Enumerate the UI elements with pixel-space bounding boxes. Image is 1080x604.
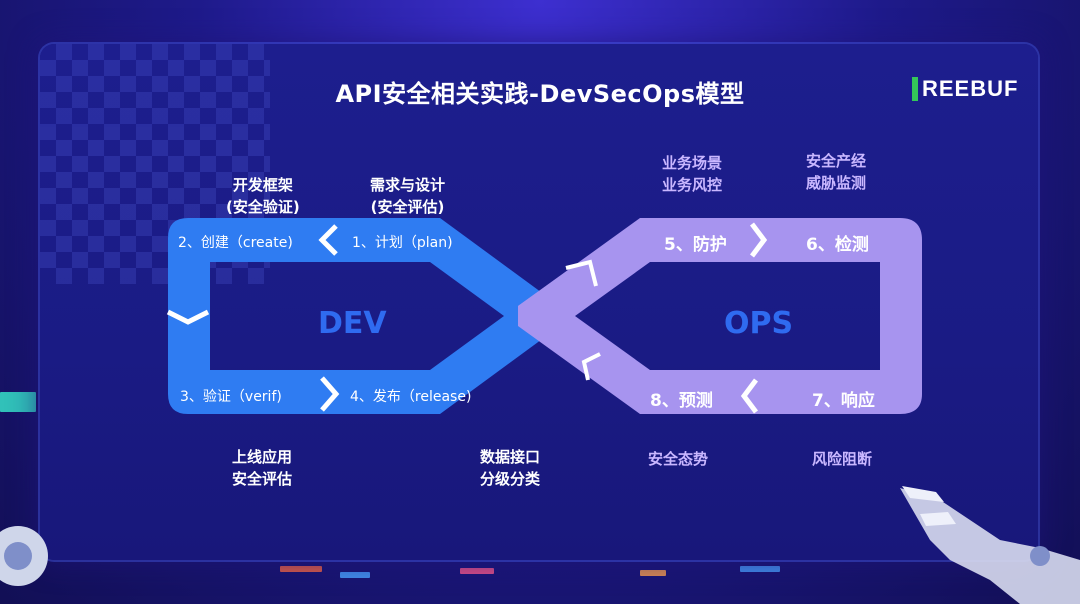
robot-hand-icon (900, 486, 1080, 604)
robot-wheel-icon (0, 526, 48, 586)
